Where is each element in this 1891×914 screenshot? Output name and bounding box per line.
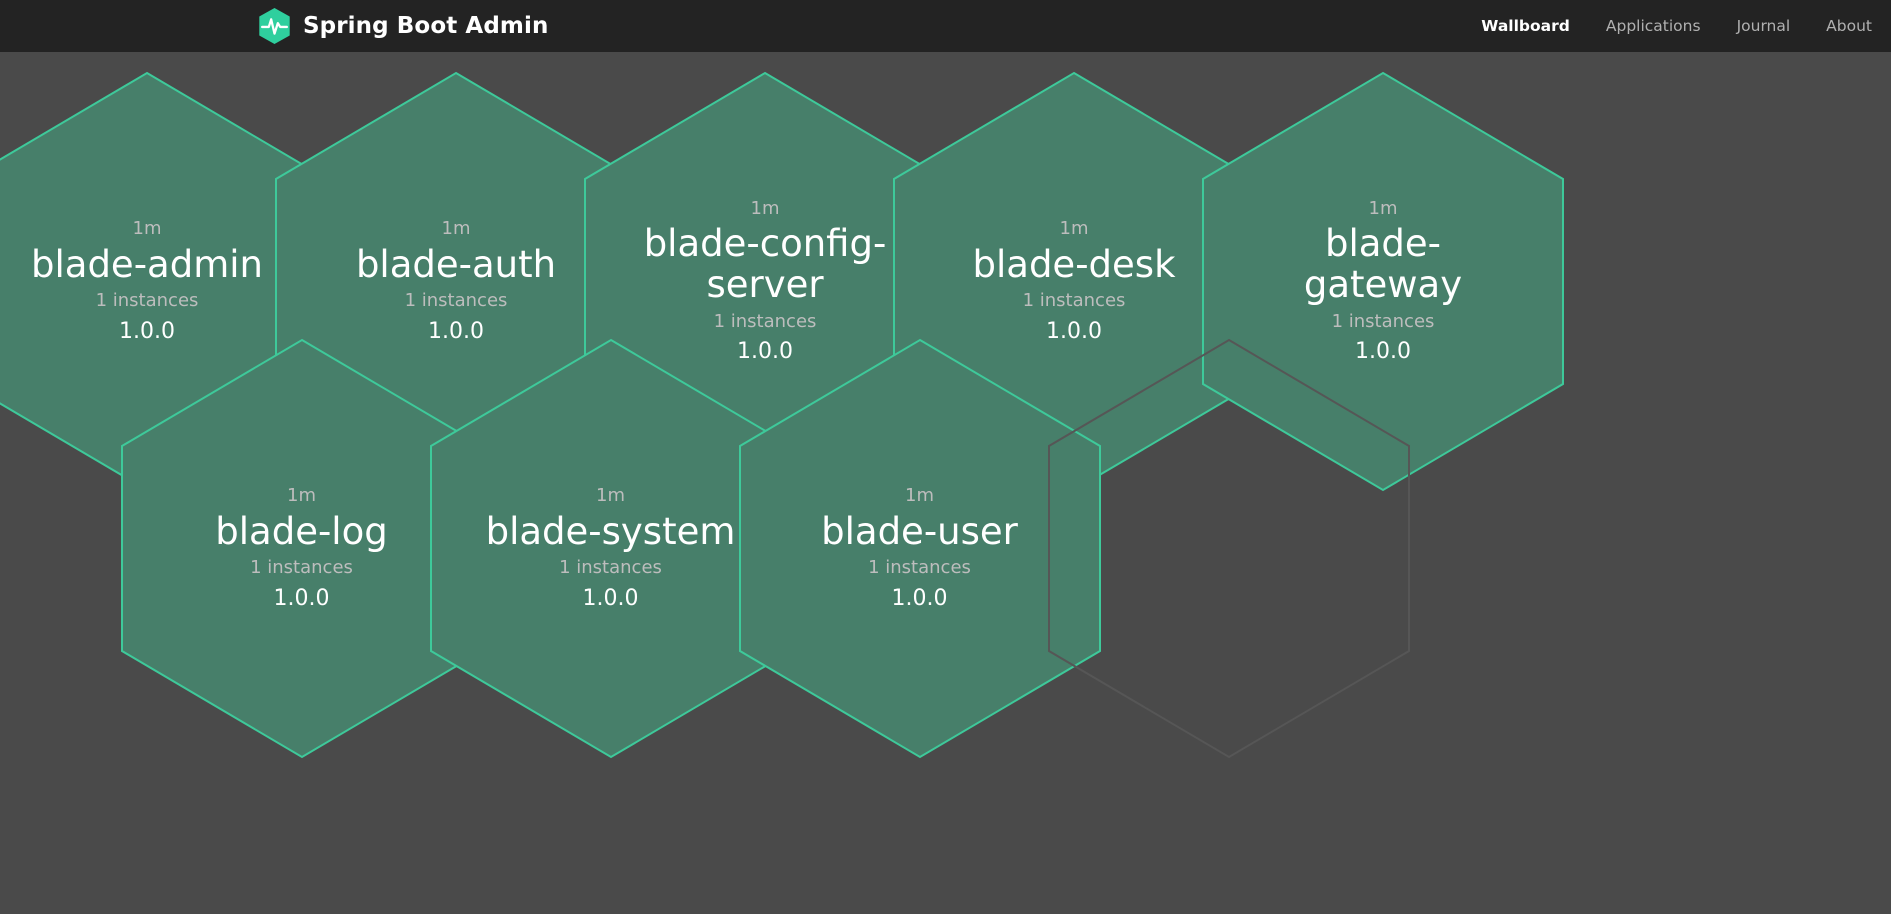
application-version: 1.0.0: [273, 585, 330, 611]
hexagon-shape: [1202, 71, 1564, 492]
application-instance-count: 1 instances: [559, 557, 662, 579]
application-version: 1.0.0: [582, 585, 639, 611]
application-instance-count: 1 instances: [1331, 310, 1435, 332]
nav-link-applications[interactable]: Applications: [1605, 17, 1701, 35]
brand-title: Spring Boot Admin: [303, 13, 549, 39]
application-version: 1.0.0: [891, 585, 948, 611]
application-version: 1.0.0: [119, 318, 175, 344]
nav-link-about[interactable]: About: [1826, 17, 1872, 35]
hexagon-shape: [738, 338, 1101, 759]
application-instance-count: 1 instances: [713, 310, 817, 332]
nav-link-wallboard[interactable]: Wallboard: [1481, 17, 1570, 35]
application-uptime: 1m: [905, 485, 934, 507]
application-name: blade-admin: [31, 242, 263, 286]
nav-link-journal[interactable]: Journal: [1736, 17, 1791, 35]
application-version: 1.0.0: [428, 318, 484, 344]
application-hexagon-content: 1m blade-gateway 1 instances 1.0.0: [1199, 69, 1567, 494]
application-uptime: 1m: [596, 485, 625, 507]
application-version: 1.0.0: [1355, 338, 1411, 364]
application-instance-count: 1 instances: [1022, 290, 1126, 312]
nav-links: Wallboard Applications Journal About: [1463, 0, 1891, 52]
application-uptime: 1m: [1368, 197, 1398, 219]
application-name: blade-config-server: [643, 222, 887, 306]
application-hexagon-content: 1m blade-config-server 1 instances 1.0.0: [581, 69, 949, 494]
application-instance-count: 1 instances: [868, 557, 971, 579]
brand-link[interactable]: Spring Boot Admin: [257, 7, 548, 45]
application-instance-count: 1 instances: [250, 557, 353, 579]
application-version: 1.0.0: [737, 338, 793, 364]
application-uptime: 1m: [132, 218, 162, 240]
application-name: blade-auth: [355, 242, 557, 286]
application-uptime: 1m: [750, 197, 780, 219]
application-uptime: 1m: [441, 218, 471, 240]
application-hexagon-placeholder: [1045, 336, 1413, 761]
application-uptime: 1m: [1059, 218, 1089, 240]
application-instance-count: 1 instances: [404, 290, 508, 312]
top-navbar: Spring Boot Admin Wallboard Applications…: [0, 0, 1891, 52]
hexagon-shape: [1047, 338, 1410, 759]
application-name: blade-gateway: [1303, 222, 1463, 306]
application-instance-count: 1 instances: [95, 290, 199, 312]
heartbeat-hexagon-icon: [257, 7, 292, 45]
application-name: blade-desk: [972, 242, 1176, 286]
application-hexagon[interactable]: 1m blade-gateway 1 instances 1.0.0: [1199, 69, 1567, 494]
application-name: blade-system: [485, 509, 736, 553]
application-uptime: 1m: [287, 485, 316, 507]
application-version: 1.0.0: [1046, 318, 1102, 344]
application-name: blade-user: [821, 509, 1018, 553]
application-name: blade-log: [215, 509, 388, 553]
